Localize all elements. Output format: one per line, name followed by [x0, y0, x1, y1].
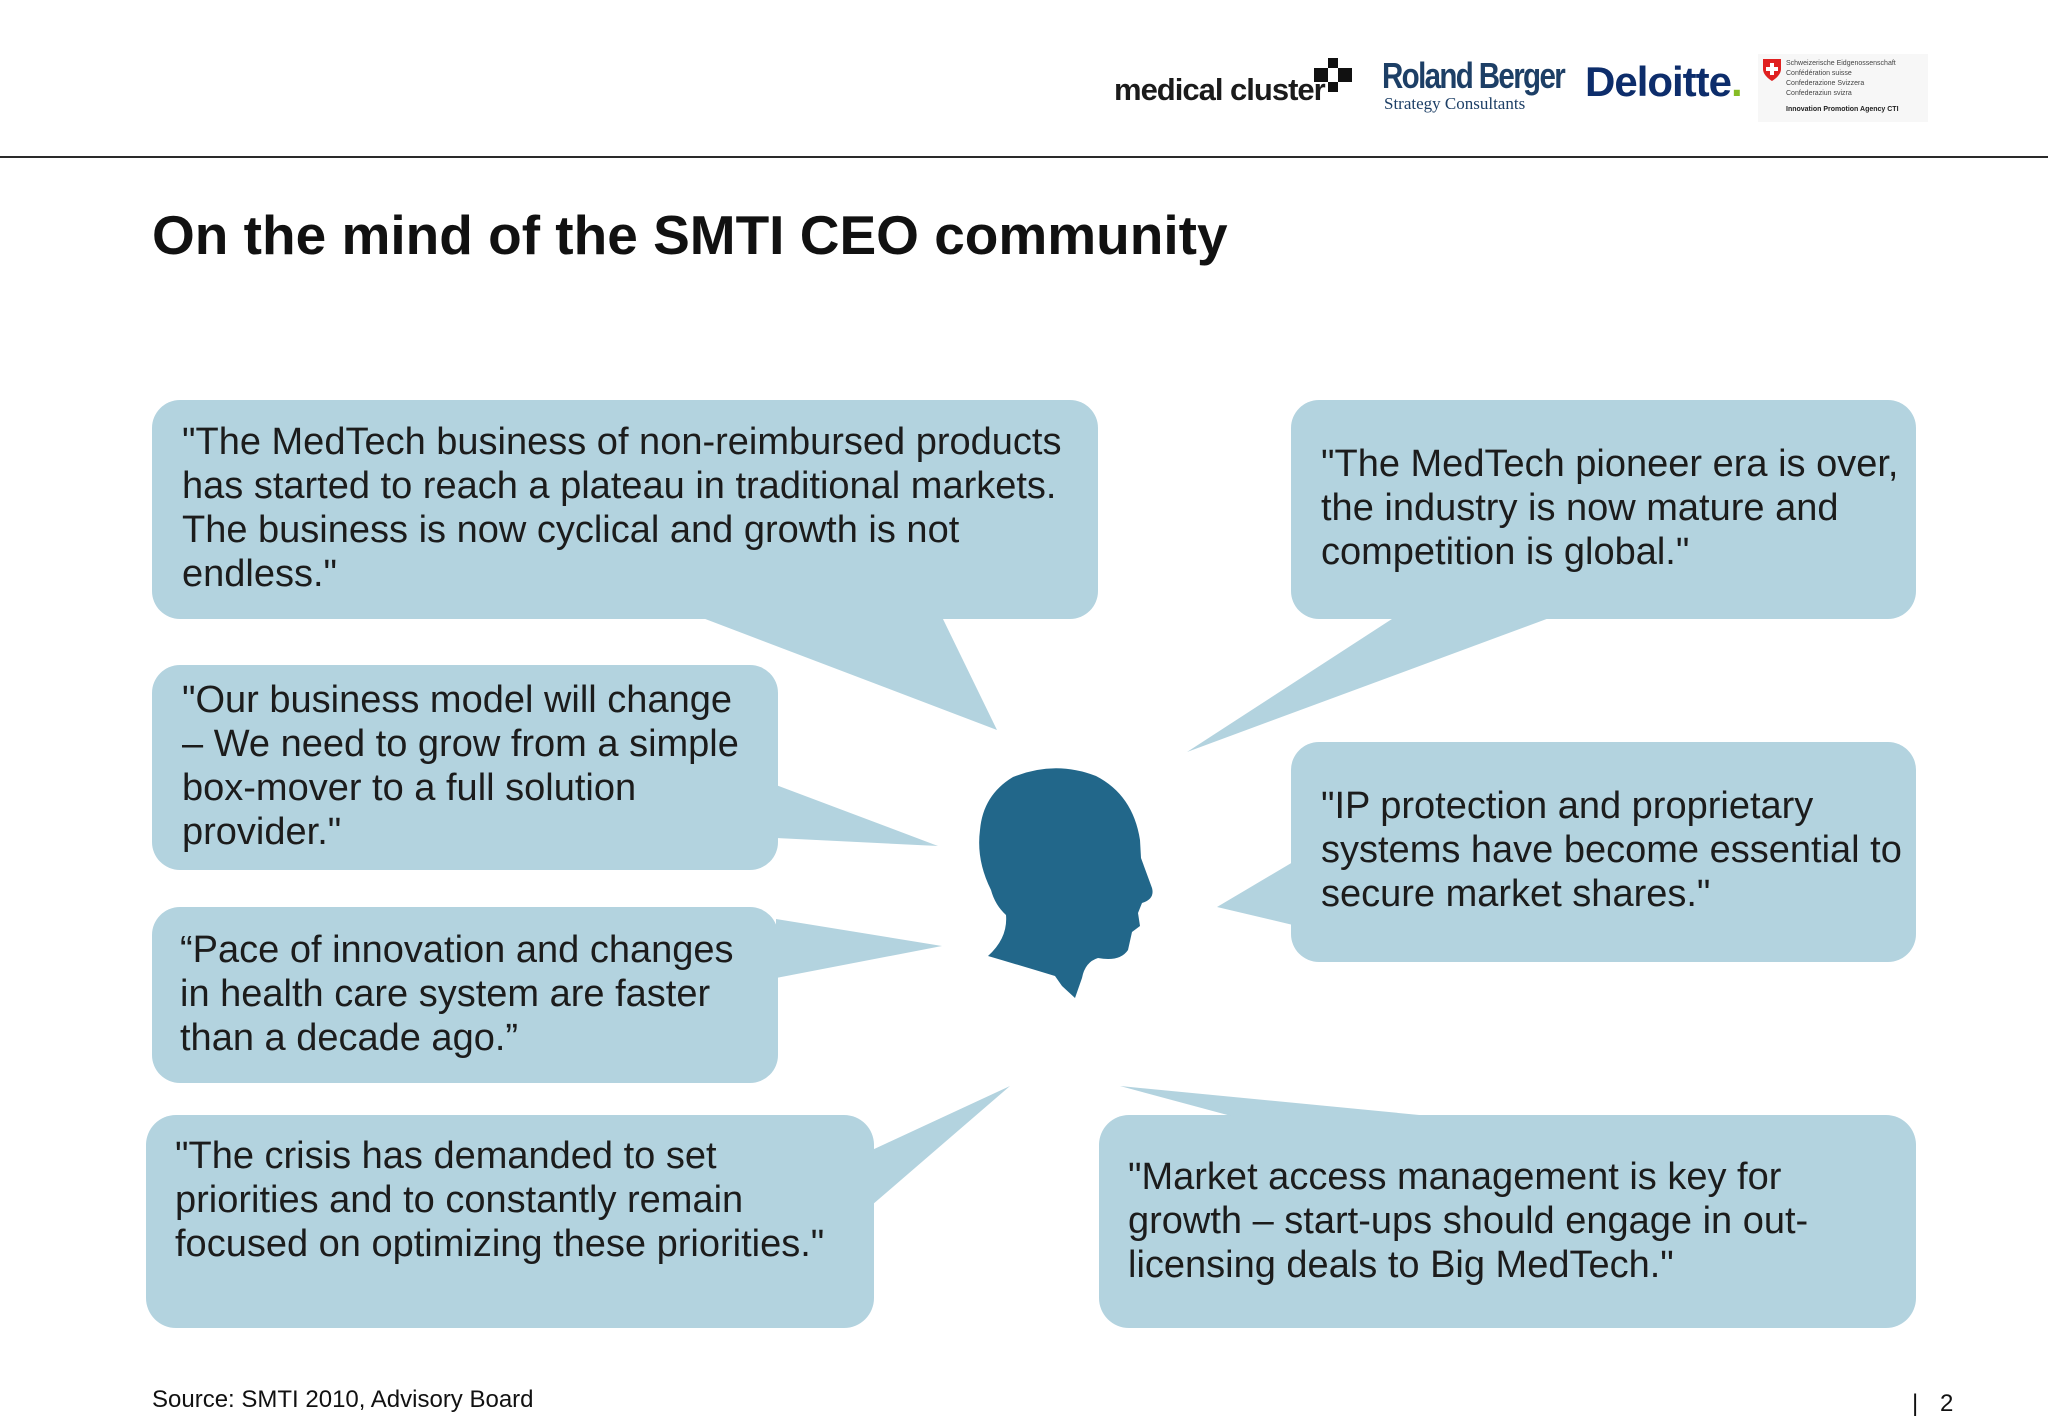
quote-text: "The MedTech business of non-reimbursed … [182, 421, 1062, 595]
swiss-cti-logo: Schweizerische Eidgenossenschaft Confédé… [1758, 54, 1928, 122]
deloitte-logo: Deloitte. [1585, 58, 1743, 106]
slide-header: medical cluster Roland Berger Strategy C… [0, 0, 2048, 157]
swiss-shield-icon [1763, 59, 1781, 81]
deloitte-name: Deloitte [1585, 58, 1732, 105]
quote-text: “Pace of innovation and changes in healt… [180, 929, 734, 1059]
swiss-confederation-lines: Schweizerische Eidgenossenschaft Confédé… [1786, 59, 1896, 99]
quote-text: "Market access management is key for gro… [1128, 1156, 1809, 1286]
speech-bubble-5 [1187, 400, 1916, 752]
roland-berger-subtitle: Strategy Consultants [1384, 94, 1526, 113]
swiss-line: Schweizerische Eidgenossenschaft [1786, 60, 1896, 67]
swiss-line: Confédération suisse [1786, 70, 1852, 77]
speech-bubble-6 [1217, 742, 1916, 962]
page-title: On the mind of the SMTI CEO community [152, 204, 1228, 266]
speech-bubble-7 [1099, 1086, 1916, 1328]
footer-separator: | [1912, 1390, 1919, 1417]
roland-berger-name: Roland Berger [1382, 55, 1566, 96]
swiss-agency-name: Innovation Promotion Agency CTI [1786, 106, 1899, 113]
source-note: Source: SMTI 2010, Advisory Board [152, 1386, 534, 1413]
quote-text: "IP protection and proprietary systems h… [1321, 785, 1902, 915]
quote-text: "Our business model will change – We nee… [182, 679, 739, 853]
medical-cluster-logo-icon [1314, 58, 1354, 99]
header-divider [0, 156, 2048, 158]
quote-text: "The crisis has demanded to set prioriti… [175, 1135, 825, 1265]
page-number: 2 [1940, 1390, 1954, 1417]
swiss-line: Confederazione Svizzera [1786, 80, 1865, 87]
quote-text: "The MedTech pioneer era is over, the in… [1321, 443, 1899, 573]
deloitte-dot: . [1731, 58, 1743, 105]
medical-cluster-logo-text: medical cluster [1114, 72, 1326, 107]
speech-bubble-4 [146, 1086, 1010, 1328]
person-head-profile-icon [979, 768, 1153, 998]
swiss-line: Confederaziun svizra [1786, 90, 1852, 97]
roland-berger-logo: Roland Berger Strategy Consultants [1382, 58, 1604, 114]
speech-bubble-1 [152, 400, 1098, 730]
speech-bubble-2 [152, 665, 938, 870]
speech-bubble-3 [152, 907, 942, 1083]
